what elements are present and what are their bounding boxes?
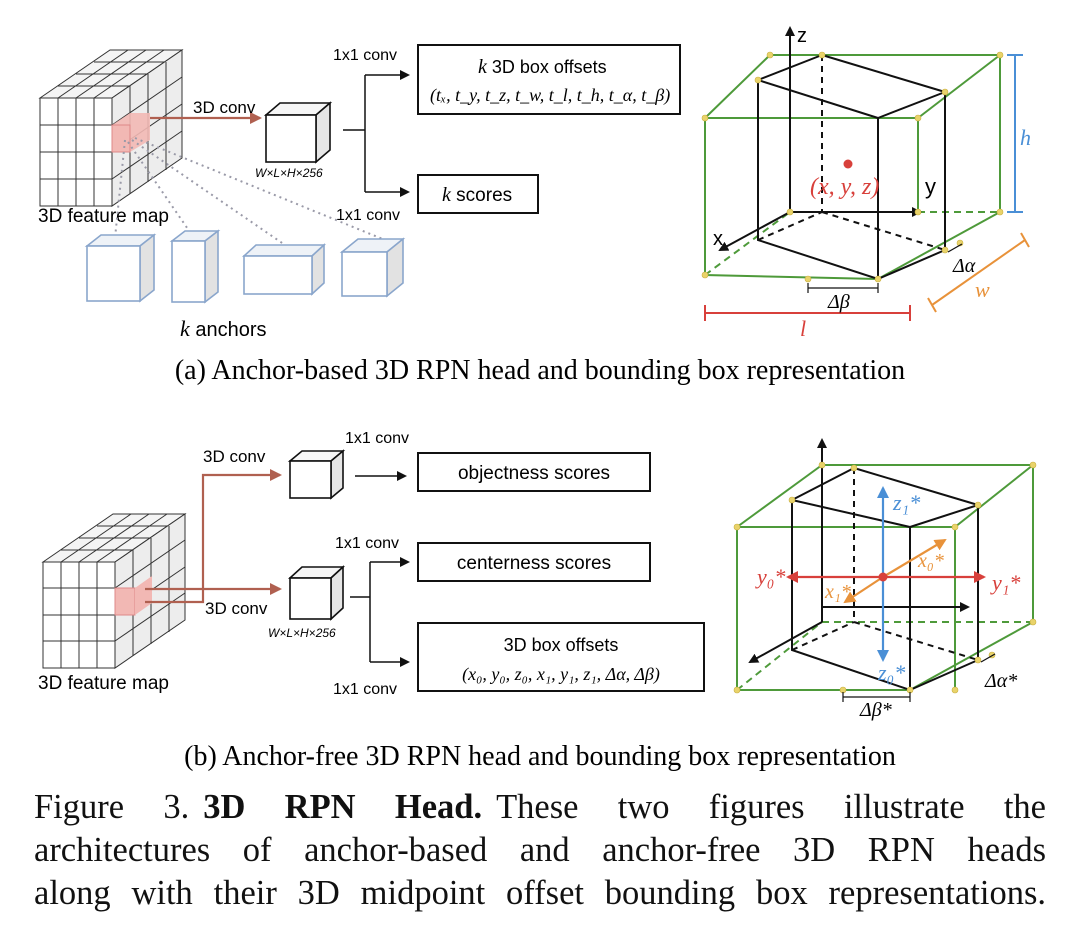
scores-box-a bbox=[417, 174, 539, 214]
caption-prefix: Figure 3. bbox=[34, 788, 190, 826]
delta-alpha-marker bbox=[947, 243, 963, 253]
axis-y-label: y bbox=[925, 174, 936, 199]
center-point-a bbox=[843, 159, 853, 169]
offsets-formula-a: (tₓ, t_y, t_z, t_w, t_l, t_h, t_α, t_β) bbox=[430, 85, 670, 106]
label-z0: z₀* bbox=[877, 660, 905, 685]
delta-alpha-label: Δα bbox=[952, 255, 976, 277]
bbox-diagram-a: z y x (x, y, z) h bbox=[701, 25, 1031, 341]
objectness-box bbox=[417, 452, 651, 492]
feature-map-cube-b bbox=[41, 513, 187, 669]
delta-alpha-star-label: Δα* bbox=[984, 670, 1017, 692]
offsets-title-b: 3D box offsets bbox=[504, 635, 619, 655]
conv1x1-top-a: 1x1 conv bbox=[333, 47, 397, 64]
label-y1: y₁* bbox=[990, 570, 1020, 595]
feature-map-cube-a bbox=[38, 49, 184, 207]
caption-bold-title: 3D RPN Head. bbox=[203, 788, 483, 826]
arrow-x1 bbox=[843, 576, 884, 604]
offsets-title-k: k bbox=[478, 56, 488, 78]
delta-alpha-star-marker bbox=[980, 653, 996, 663]
dims-label-b: W×L×H×256 bbox=[268, 626, 336, 640]
anchors-label: k anchors bbox=[180, 316, 266, 341]
arrow-x0 bbox=[882, 538, 947, 578]
dims-label-a: W×L×H×256 bbox=[255, 166, 323, 180]
output-cube-a bbox=[263, 101, 333, 164]
anchor-dotted-lines bbox=[114, 137, 386, 246]
conv1x1-c-b: 1x1 conv bbox=[333, 681, 397, 698]
subcaption-a: (a) Anchor-based 3D RPN head and boundin… bbox=[175, 355, 905, 386]
output-cube-b-top bbox=[287, 449, 346, 500]
offsets-box-a bbox=[417, 44, 681, 115]
centerness-box bbox=[417, 542, 651, 582]
output-cube-b-bottom bbox=[287, 565, 346, 621]
delta-beta-label: Δβ bbox=[827, 291, 850, 313]
label-z1: z₁* bbox=[892, 490, 920, 515]
conv3d-top-b: 3D conv bbox=[203, 447, 266, 466]
panel-a: 3D feature map bbox=[38, 25, 1031, 386]
objectness-label: objectness scores bbox=[458, 463, 610, 484]
label-x1: x₁* bbox=[824, 581, 851, 603]
vertex-dots-b bbox=[733, 461, 1037, 694]
dimension-l bbox=[704, 305, 911, 321]
anchors-k: k bbox=[180, 316, 191, 341]
panel-b: 3D feature map 3D conv 3D conv W×L×H×256 bbox=[38, 430, 1037, 772]
branch-lines-a bbox=[343, 70, 410, 197]
dimension-w bbox=[927, 232, 1030, 313]
conv1x1-b-b: 1x1 conv bbox=[335, 535, 399, 552]
caption-line-1-rest: These two figures illustrate the bbox=[496, 788, 1046, 826]
feature-map-label-b: 3D feature map bbox=[38, 673, 169, 694]
axis-depth-b bbox=[748, 621, 823, 663]
offsets-title-text: 3D box offsets bbox=[487, 57, 607, 77]
caption-line-3: along with their 3D midpoint offset boun… bbox=[34, 874, 1046, 912]
feature-map-label-a: 3D feature map bbox=[38, 206, 169, 227]
figure-caption: Figure 3. 3D RPN Head. These two figures i… bbox=[34, 786, 1046, 915]
center-point-b bbox=[878, 572, 888, 582]
scores-k: k bbox=[442, 184, 452, 206]
anchor-box-3 bbox=[241, 243, 327, 296]
delta-beta-star-label: Δβ* bbox=[859, 699, 892, 721]
label-y0: y₀* bbox=[755, 564, 785, 589]
branch-lines-b bbox=[350, 471, 410, 667]
delta-beta-marker bbox=[807, 283, 879, 293]
centerness-label: centerness scores bbox=[457, 553, 611, 574]
conv1x1-bottom-a: 1x1 conv bbox=[336, 207, 400, 224]
offsets-title-a: k 3D box offsets bbox=[478, 56, 607, 78]
anchor-box-2 bbox=[169, 229, 221, 304]
subcaption-b: (b) Anchor-free 3D RPN head and bounding… bbox=[184, 741, 896, 772]
axis-x-arrow bbox=[718, 211, 791, 251]
conv3d-arrows-b bbox=[145, 469, 282, 604]
dimension-h bbox=[1007, 54, 1023, 213]
conv3d-label-a: 3D conv bbox=[193, 98, 256, 117]
offsets-formula-b: (x₀, y₀, z₀, x₁, y₁, z₁, Δα, Δβ) bbox=[462, 664, 660, 685]
axis-x-label: x bbox=[713, 228, 723, 250]
anchor-boxes bbox=[84, 229, 406, 304]
center-label-a: (x, y, z) bbox=[810, 174, 879, 200]
scores-text: scores bbox=[451, 185, 512, 206]
caption-line-2: architectures of anchor-based and anchor… bbox=[34, 831, 1046, 869]
dimension-w-label: w bbox=[975, 277, 990, 302]
anchors-text: anchors bbox=[190, 319, 267, 341]
conv1x1-a-b: 1x1 conv bbox=[345, 430, 409, 447]
caption-line-1: Figure 3. 3D RPN Head. These two figures i… bbox=[34, 786, 1046, 829]
dimension-h-label: h bbox=[1020, 125, 1031, 150]
dimension-l-label: l bbox=[800, 316, 806, 341]
delta-beta-star-marker bbox=[842, 692, 911, 702]
anchor-box-4 bbox=[339, 237, 406, 298]
vertex-dots-a bbox=[701, 51, 1004, 283]
scores-label-a: k scores bbox=[442, 184, 512, 206]
anchor-box-1 bbox=[84, 233, 157, 303]
offsets-box-b bbox=[417, 622, 705, 692]
label-x0: x₀* bbox=[917, 550, 944, 572]
bbox-diagram-b: z₁* z₀* y₀* y₁* x₀* x₁* Δβ* bbox=[733, 438, 1037, 721]
axis-z-label: z bbox=[797, 25, 807, 47]
conv3d-bottom-b: 3D conv bbox=[205, 599, 268, 618]
